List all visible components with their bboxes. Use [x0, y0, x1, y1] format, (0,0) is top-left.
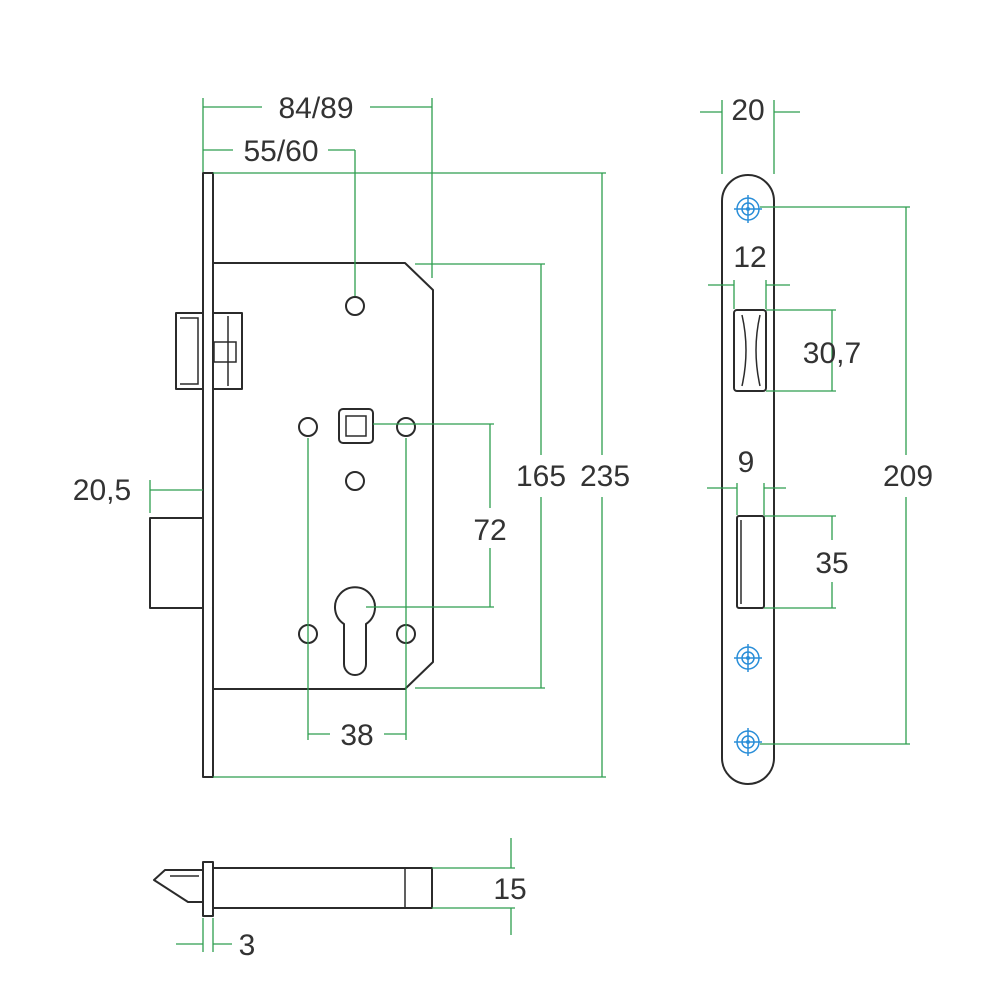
cylinder-profile — [334, 586, 376, 676]
bottom-dimensions: 15 3 — [176, 838, 527, 962]
dim-label-faceplate-width: 20 — [731, 94, 764, 127]
dim-label-faceplate-length: 235 — [580, 460, 630, 493]
lock-case-body — [213, 262, 434, 690]
dim-label-latch-opening-height: 30,7 — [803, 337, 861, 370]
dim-label-backset: 55/60 — [243, 135, 318, 168]
bolt-opening — [736, 515, 765, 609]
latch — [175, 312, 243, 390]
dim-label-latch-projection: 20,5 — [73, 474, 131, 507]
screw-hole-icon — [734, 195, 762, 223]
front-view — [149, 172, 434, 778]
dim-label-bolt-opening-height: 35 — [815, 547, 848, 580]
case-section — [212, 867, 433, 909]
dim-label-backset-range: 84/89 — [278, 92, 353, 125]
dim-label-latch-opening-width: 12 — [733, 241, 766, 274]
side-view — [721, 174, 775, 785]
dim-label-case-thickness: 15 — [493, 873, 526, 906]
faceplate-outline — [721, 174, 775, 785]
side-dimensions: 20 12 30,7 9 35 209 — [700, 94, 933, 745]
top-fixing-hole — [345, 296, 365, 316]
faceplate-strip — [202, 172, 214, 778]
latch-opening — [733, 309, 767, 392]
screw-hole-icon — [734, 644, 762, 672]
dim-label-fixing-hole-spacing: 38 — [340, 719, 373, 752]
front-dimensions: 84/89 55/60 235 165 72 20,5 38 — [73, 92, 630, 778]
dim-label-handle-to-cylinder: 72 — [473, 514, 506, 547]
handle-follower — [338, 408, 374, 444]
faceplate-section — [202, 861, 214, 917]
middle-fixing-hole — [345, 471, 365, 491]
dim-label-case-height: 165 — [516, 460, 566, 493]
dim-label-bolt-opening-width: 9 — [738, 446, 755, 479]
handle-right-hole — [396, 417, 416, 437]
dim-label-screw-spacing: 209 — [883, 460, 933, 493]
handle-left-hole — [298, 417, 318, 437]
dead-bolt — [149, 517, 204, 609]
dim-label-faceplate-thickness: 3 — [239, 929, 256, 962]
bottom-view — [153, 861, 433, 917]
latch-tip — [153, 869, 203, 903]
screw-hole-icon — [734, 728, 762, 756]
